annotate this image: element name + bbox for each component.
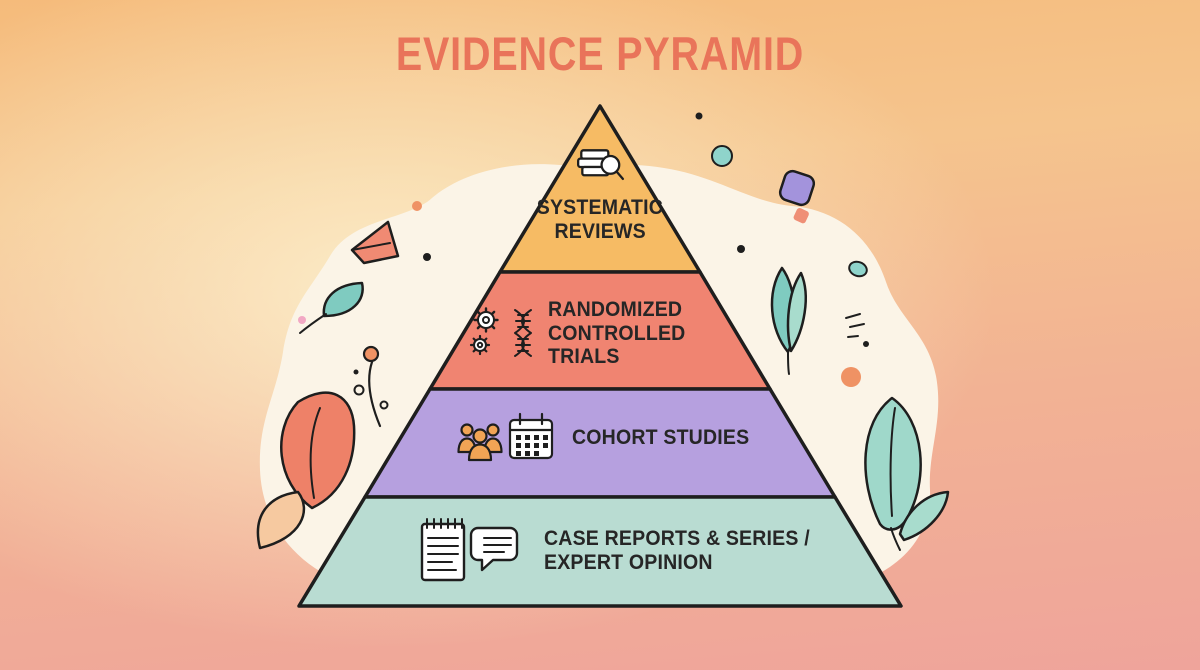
- level-label-line: SYSTEMATIC: [536, 196, 664, 219]
- level-label-line: RANDOMIZED: [548, 298, 683, 321]
- coral-leaf-decoration: [280, 391, 356, 510]
- teal-circle-decoration: [711, 145, 733, 167]
- black-dot-decoration-apex: [695, 112, 703, 120]
- level-label-line: EXPERT OPINION: [544, 551, 713, 574]
- teal-leaf-decoration-right-large: [864, 396, 922, 551]
- level-label-line: CONTROLLED: [548, 321, 686, 345]
- pink-dot-decoration: [298, 316, 306, 324]
- level-label-line: CASE REPORTS & SERIES /: [544, 527, 810, 551]
- teal-oval-decoration: [848, 260, 868, 278]
- orange-dot-decoration: [412, 201, 422, 211]
- level-rct-content: RANDOMIZED CONTROLLED TRIALS: [468, 298, 696, 369]
- level-label-line: TRIALS: [548, 345, 620, 369]
- orange-circle-decoration: [841, 367, 861, 387]
- peach-leaf-decoration: [256, 490, 306, 550]
- notepad-speech-icon: [420, 518, 519, 582]
- level-label-line: REVIEWS: [554, 219, 646, 243]
- black-dot-decoration-right: [737, 245, 745, 253]
- books-magnifier-icon: [577, 149, 625, 181]
- berry-branch-decoration: [353, 345, 389, 428]
- black-dot-decoration-left: [423, 253, 431, 261]
- black-dot-decoration-right-2: [863, 341, 869, 347]
- page-title: EVIDENCE PYRAMID: [395, 27, 805, 80]
- level-label-line: COHORT STUDIES: [572, 426, 750, 450]
- people-calendar-icon: [457, 412, 554, 462]
- teal-leaves-decoration-right: [770, 266, 807, 375]
- purple-square-decoration: [778, 169, 816, 207]
- level-systematic-reviews-content: SYSTEMATIC REVIEWS: [496, 146, 704, 243]
- teal-leaf-decoration-bottom-right: [898, 490, 950, 542]
- sketch-lines-decoration: [845, 313, 865, 338]
- gears-dna-icon: [469, 307, 532, 358]
- teal-leaf-decoration-left: [299, 281, 364, 334]
- level-cohort-studies-content: COHORT STUDIES: [456, 410, 763, 466]
- paper-fold-decoration: [350, 220, 400, 265]
- level-case-reports-content: CASE REPORTS & SERIES / EXPERT OPINION: [414, 512, 830, 590]
- coral-square-decoration: [793, 208, 809, 224]
